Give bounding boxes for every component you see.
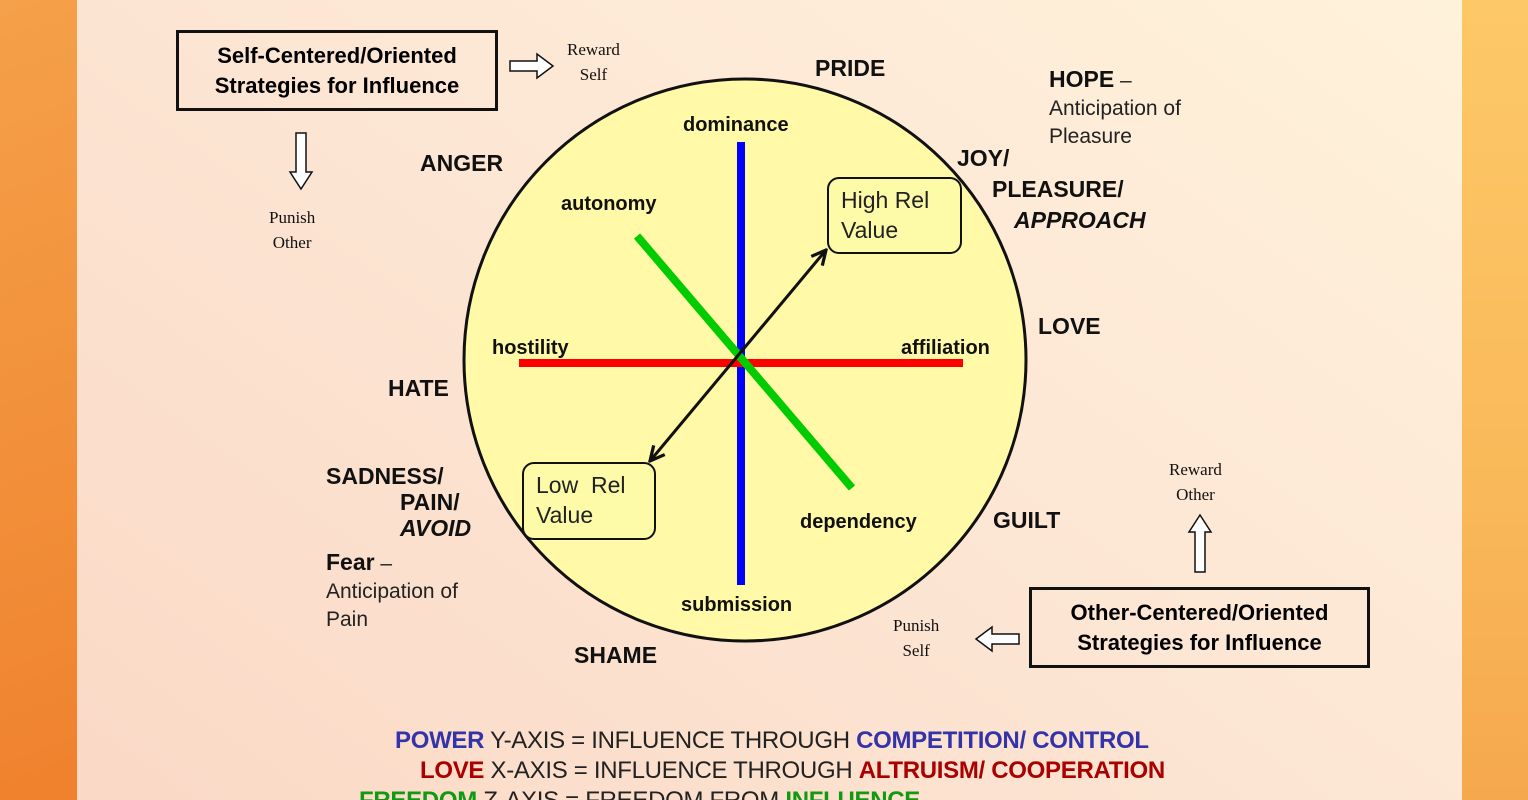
emotion-sadness: SADNESS/ PAIN/ AVOID — [326, 463, 472, 541]
self-centered-line1: Self-Centered/Oriented — [217, 42, 457, 68]
emotion-shame: SHAME — [574, 642, 658, 668]
emotion-guilt: GUILT — [993, 507, 1061, 533]
axis-label-hostility: hostility — [492, 337, 569, 359]
relational-value-arrow — [650, 250, 826, 461]
high-rel-value-box: High Rel Value — [827, 177, 962, 254]
reward-other-arrow-icon — [1187, 513, 1213, 573]
low-rel-value-box: Low Rel Value — [522, 462, 656, 540]
emotion-love: LOVE — [1038, 313, 1101, 339]
other-centered-strategies-box: Other-Centered/Oriented Strategies for I… — [1029, 587, 1370, 668]
reward-self-arrow-icon — [509, 52, 555, 80]
self-centered-strategies-box: Self-Centered/Oriented Strategies for In… — [176, 30, 498, 111]
slide: Self-Centered/Oriented Strategies for In… — [77, 0, 1462, 800]
other-centered-line2: Strategies for Influence — [1077, 629, 1322, 655]
emotion-hate: HATE — [388, 375, 449, 401]
emotion-anger: ANGER — [420, 150, 504, 176]
legend-power: POWER Y-AXIS = INFLUENCE THROUGH COMPETI… — [395, 727, 1149, 754]
punish-self-arrow-icon — [974, 625, 1020, 653]
right-accent-band — [1462, 0, 1528, 800]
punish-other-arrow-icon — [288, 132, 314, 191]
reward-self-label: Reward Self — [567, 40, 620, 84]
punish-other-label: Punish Other — [269, 208, 316, 252]
emotion-pride: PRIDE — [815, 55, 886, 81]
axis-label-affiliation: affiliation — [901, 337, 990, 359]
axis-label-submission: submission — [681, 594, 793, 616]
punish-self-label: Punish Self — [893, 616, 940, 660]
other-centered-line1: Other-Centered/Oriented — [1070, 599, 1329, 625]
hope-description: HOPE – Anticipation of Pleasure — [1049, 66, 1181, 148]
axis-label-dominance: dominance — [683, 114, 789, 136]
legend-freedom: FREEDOM Z-AXIS = FREEDOM FROM INFLUENCE — [359, 787, 920, 800]
emotion-joy: JOY/ PLEASURE/ APPROACH — [957, 145, 1146, 233]
axis-label-dependency: dependency — [800, 511, 917, 533]
fear-description: Fear – Anticipation of Pain — [326, 549, 458, 631]
legend-love: LOVE X-AXIS = INFLUENCE THROUGH ALTRUISM… — [420, 757, 1165, 784]
axis-label-autonomy: autonomy — [561, 193, 657, 215]
reward-other-label: Reward Other — [1169, 460, 1222, 504]
self-centered-line2: Strategies for Influence — [214, 72, 460, 98]
